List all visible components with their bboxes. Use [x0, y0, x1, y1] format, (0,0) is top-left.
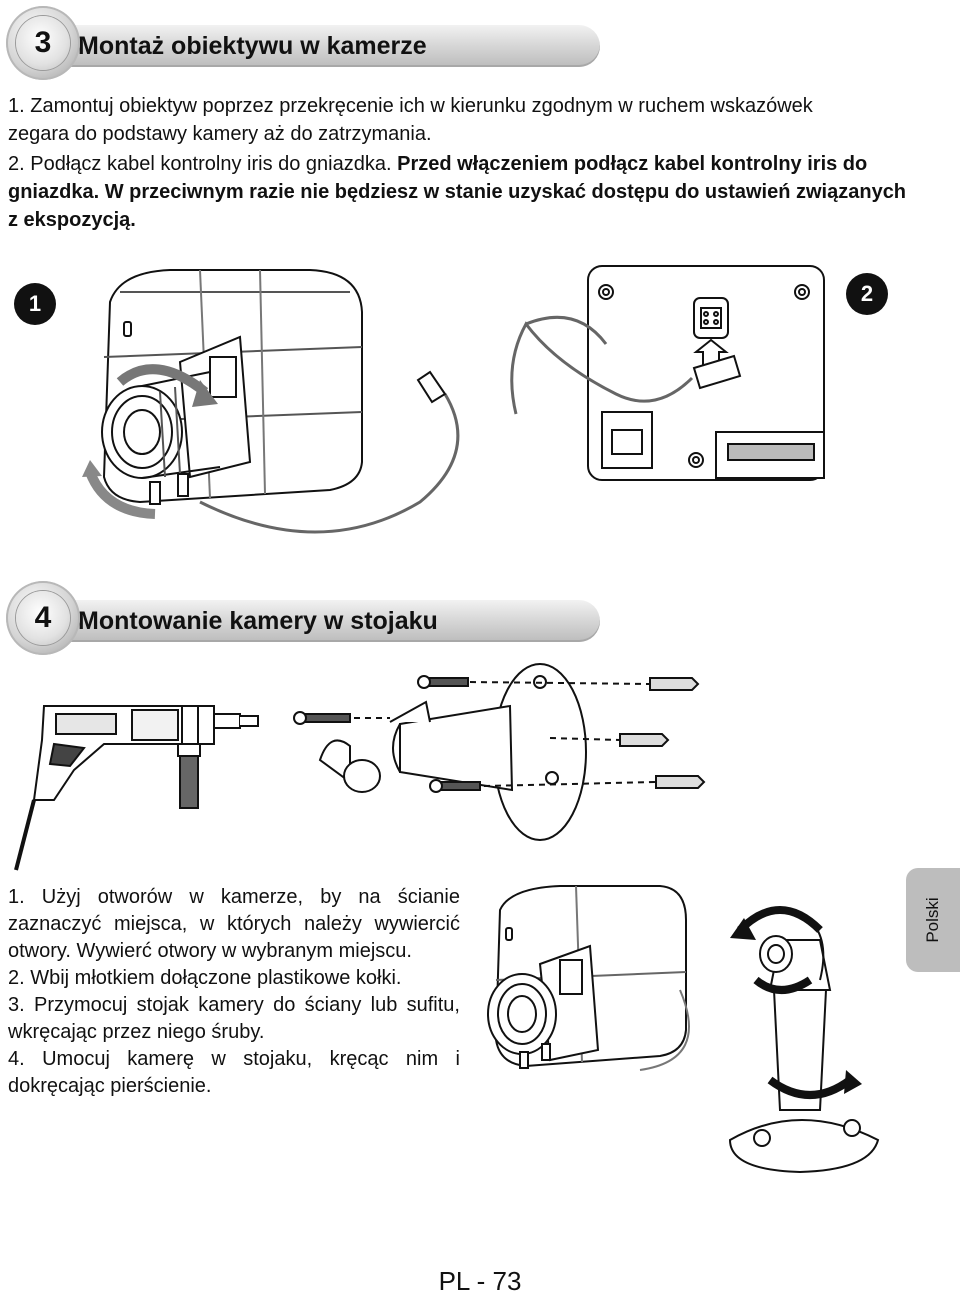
- section-3-title-bar: Montaż obiektywu w kamerze: [66, 25, 600, 67]
- section-4-title: Montowanie kamery w stojaku: [78, 606, 438, 635]
- language-side-tab: Polski: [906, 868, 960, 972]
- camera-on-stand-illustration: [487, 885, 880, 1174]
- section-3-step-2-text: 2. Podłącz kabel kontrolny iris do gniaz…: [8, 153, 398, 175]
- drill-illustration: [14, 705, 259, 871]
- wall-bracket-with-screws-illustration: [293, 663, 706, 841]
- section-3-title: Montaż obiektywu w kamerze: [78, 31, 427, 60]
- page-number: PL - 73: [438, 1266, 522, 1296]
- section-3-badge: 3: [6, 6, 80, 80]
- section-4-step-4: 4. Umocuj kamerę w stojaku, kręcąc nim i…: [8, 1048, 460, 1097]
- section-4-step-1: 1. Użyj otworów w kamerze, by na ścianie…: [8, 886, 460, 962]
- section-3-number: 3: [16, 16, 70, 70]
- section-4-step-2: 2. Wbij młotkiem dołączone plastikowe ko…: [8, 967, 402, 989]
- section-4-number: 4: [16, 591, 70, 645]
- section-4-step-3: 3. Przymocuj stojak kamery do ściany lub…: [8, 994, 460, 1043]
- section-4-steps: 1. Użyj otworów w kamerze, by na ścianie…: [8, 884, 460, 1100]
- camera-rear-iris-socket-illustration: [510, 265, 825, 481]
- section-4-title-bar: Montowanie kamery w stojaku: [66, 600, 600, 642]
- section-3-step-2-warning: Przed włączeniem podłącz kabel kontrolny…: [8, 153, 907, 231]
- figure-2-label: 2: [846, 273, 888, 315]
- section-3-step-2: 2. Podłącz kabel kontrolny iris do gniaz…: [8, 150, 908, 234]
- section-4-badge: 4: [6, 581, 80, 655]
- language-side-tab-label: Polski: [923, 897, 942, 943]
- camera-lens-mount-illustration: [82, 269, 460, 534]
- section-3-step-1: 1. Zamontuj obiektyw poprzez przekręceni…: [8, 95, 813, 145]
- figure-1-label: 1: [14, 283, 56, 325]
